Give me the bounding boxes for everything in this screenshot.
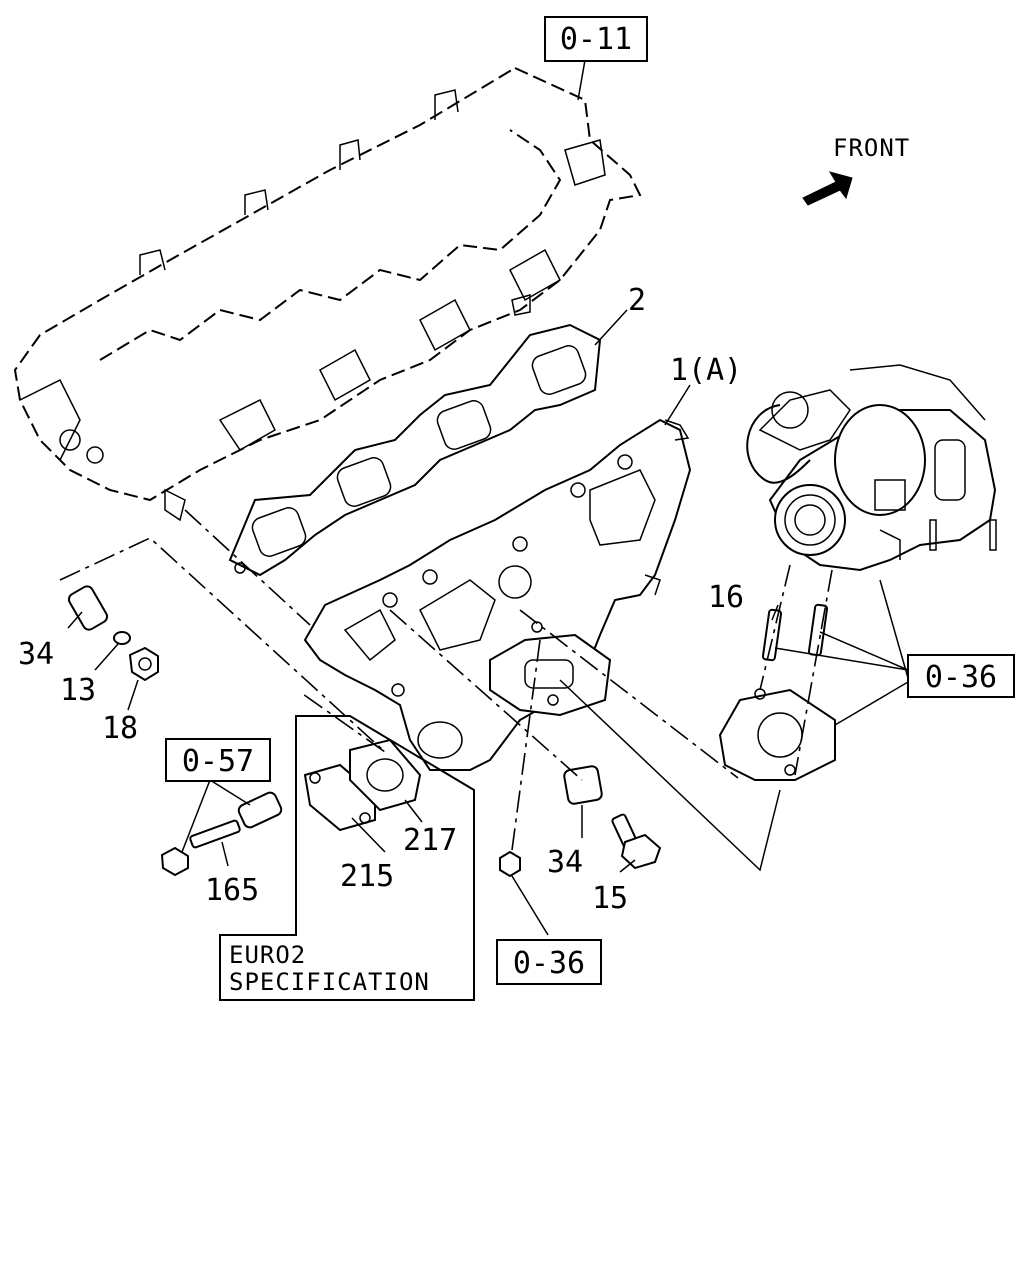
euro2-bracket — [219, 715, 475, 1001]
turbo-gasket — [718, 688, 836, 781]
stud-165-group — [160, 791, 283, 877]
label-part-13: 13 — [60, 673, 96, 708]
cylinder-head-outline — [13, 66, 642, 522]
ref-box-0-36-bottom: 0-36 — [496, 939, 602, 985]
label-part-1a: 1(A) — [670, 353, 742, 388]
svg-text:0-57: 0-57 — [182, 744, 254, 779]
leader-lines — [67, 59, 909, 936]
label-part-18: 18 — [102, 711, 138, 746]
spec-line-2: SPECIFICATION — [229, 968, 430, 996]
turbocharger — [746, 364, 997, 572]
label-part-15: 15 — [592, 881, 628, 916]
label-part-34-center: 34 — [547, 845, 583, 880]
label-part-34-left: 34 — [18, 637, 54, 672]
center-lines — [59, 509, 833, 872]
front-arrow-icon — [802, 171, 853, 206]
ref-box-0-57: 0-57 — [165, 738, 271, 782]
ref-box-0-11: 0-11 — [544, 16, 648, 62]
label-part-165: 165 — [205, 873, 259, 908]
spec-line-1: EURO2 — [229, 941, 306, 969]
label-part-217: 217 — [403, 823, 457, 858]
small-parts-left — [67, 585, 159, 682]
exhaust-gasket — [228, 323, 602, 577]
ref-box-0-36-right: 0-36 — [907, 654, 1015, 698]
exhaust-manifold — [303, 418, 692, 771]
label-part-215: 215 — [340, 859, 394, 894]
euro2-plates — [303, 738, 422, 832]
center-fasteners — [499, 765, 662, 878]
svg-text:0-36: 0-36 — [925, 660, 997, 695]
svg-text:0-36: 0-36 — [513, 946, 585, 981]
front-label: FRONT — [833, 134, 910, 162]
svg-text:0-11: 0-11 — [560, 22, 632, 57]
label-part-16: 16 — [708, 580, 744, 615]
label-part-2: 2 — [628, 283, 646, 318]
